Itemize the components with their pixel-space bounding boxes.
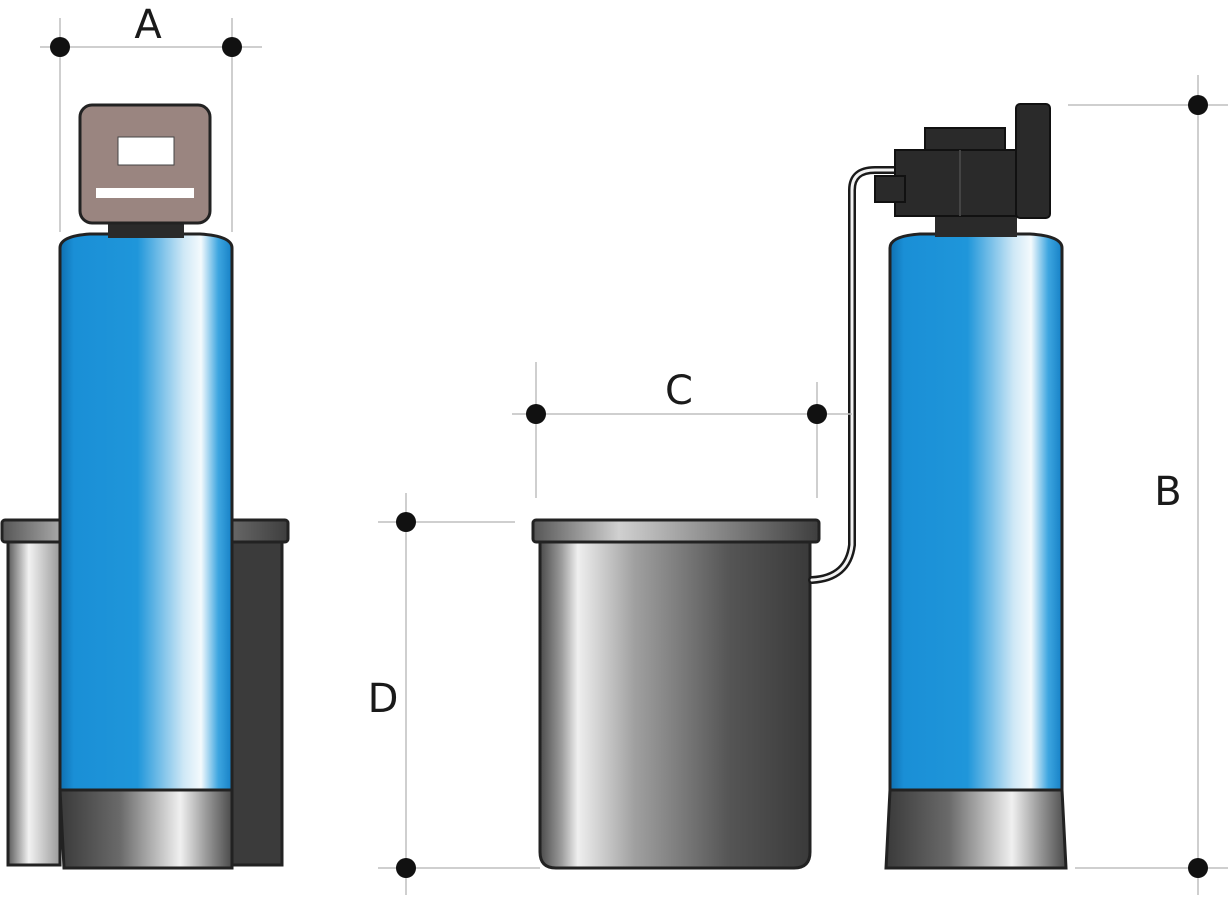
dimension-lines [40, 18, 1228, 895]
right-tank-base [884, 788, 1068, 870]
dimension-label-b: B [1154, 469, 1181, 515]
cabinet-softener-unit [0, 103, 290, 870]
control-head-display [117, 136, 175, 166]
brine-tank-body [538, 536, 812, 870]
dimension-endpoints [50, 37, 1208, 878]
cabinet-left-wall [6, 538, 62, 867]
dimension-label-a: A [134, 2, 162, 48]
brine-tank-unit [531, 518, 821, 870]
control-valve [874, 103, 1051, 219]
left-tank-base [58, 788, 234, 870]
separate-softener-unit [874, 103, 1068, 870]
cabinet-right-wall [230, 538, 284, 867]
dimension-label-c: C [665, 368, 693, 414]
left-resin-tank [58, 232, 234, 792]
valve-head-neck [935, 215, 1017, 237]
right-resin-tank [888, 232, 1064, 792]
brine-tank-rim [531, 518, 821, 544]
dimension-label-d: D [368, 676, 399, 722]
control-head-panel-strip [96, 188, 194, 198]
